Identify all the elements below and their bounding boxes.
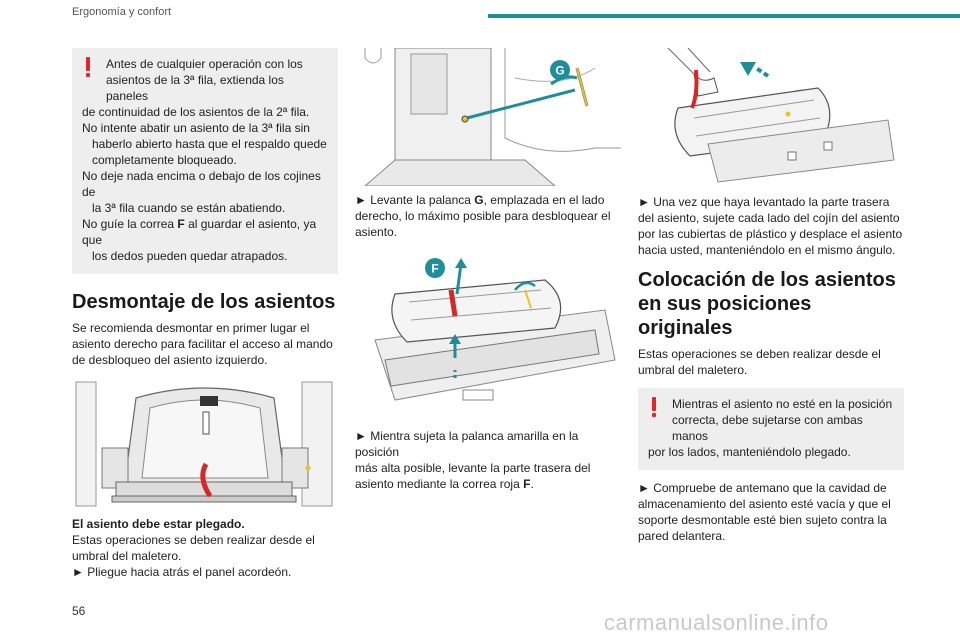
figure-seat-folded xyxy=(72,378,338,510)
warning-line: de continuidad de los asientos de la 2ª … xyxy=(82,105,310,119)
intro-line: Se recomienda desmontar en primer lugar … xyxy=(72,321,310,335)
intro-line: de desbloqueo del asiento izquierdo. xyxy=(72,353,268,367)
watermark: carmanualsonline.info xyxy=(604,610,829,635)
warning-line: los dedos pueden quedar atrapados. xyxy=(92,249,288,263)
step-line: ► Una vez que haya levantado la parte tr… xyxy=(638,195,890,209)
warning-line: No intente abatir un asiento de la 3ª fi… xyxy=(82,121,310,135)
intro-line: asiento derecho para facilitar el acceso… xyxy=(72,337,333,351)
seat-slide-illustration xyxy=(638,47,904,184)
para-line: umbral del maletero. xyxy=(638,363,748,377)
warning-line: Antes de cualquier operación con los xyxy=(106,57,303,71)
step-line: ► Pliegue hacia atrás el panel acordeón. xyxy=(72,565,292,579)
step-line: más alta posible, levante la parte trase… xyxy=(355,461,591,475)
running-header: Ergonomía y confort xyxy=(72,6,172,18)
column-2: G ► Levante la palanca G, emplazada en e… xyxy=(355,47,621,492)
step-line: ► Levante la palanca G, emplazada en el … xyxy=(355,193,605,207)
step-line: del asiento, sujete cada lado del cojín … xyxy=(638,211,900,225)
para-line: Estas operaciones se deben realizar desd… xyxy=(638,347,881,361)
lever-g-illustration: G xyxy=(355,47,621,187)
warning-line: por los lados, manteniéndolo plegado. xyxy=(648,445,851,459)
warning-line: Mientras el asiento no esté en la posici… xyxy=(672,397,893,411)
header-accent-bar xyxy=(488,14,960,18)
figure-lever-g: G xyxy=(355,47,621,187)
seat-folded-illustration xyxy=(72,378,338,510)
section-heading-line-2: en sus posiciones originales xyxy=(638,293,812,339)
step-line: ► Compruebe de antemano que la cavidad d… xyxy=(638,481,887,495)
figure-seat-slide xyxy=(638,47,904,184)
step-line: hacia usted, manteniéndolo en el mismo á… xyxy=(638,243,896,257)
warning-line: la 3ª fila cuando se están abatiendo. xyxy=(92,201,286,215)
section-heading: Desmontaje de los asientos xyxy=(72,291,336,313)
caption-line: Estas operaciones se deben realizar desd… xyxy=(72,533,315,547)
label-g: G xyxy=(555,64,564,78)
step-line: derecho, lo máximo posible para desbloqu… xyxy=(355,209,611,223)
caption-line: umbral del maletero. xyxy=(72,549,182,563)
step-line: almacenamiento del asiento esté vacía y … xyxy=(638,497,891,511)
warning-box: Mientras el asiento no esté en la posici… xyxy=(638,388,904,470)
warning-exclamation-icon xyxy=(84,57,92,77)
column-1: Antes de cualquier operación con los asi… xyxy=(72,48,338,580)
step-line: por las cubiertas de plástico y desplace… xyxy=(638,227,903,241)
warning-line: asientos de la 3ª fila, extienda los pan… xyxy=(106,73,284,103)
page-number: 56 xyxy=(72,604,86,618)
label-f: F xyxy=(431,262,438,276)
warning-line: correcta, debe sujetarse con ambas manos xyxy=(672,413,863,443)
step-line: soporte desmontable esté bien sujeto con… xyxy=(638,513,887,527)
step-line: asiento mediante la correa roja F. xyxy=(355,477,534,491)
step-line: ► Mientra sujeta la palanca amarilla en … xyxy=(355,429,579,459)
strap-f-illustration: F xyxy=(355,250,621,416)
warning-line: completamente bloqueado. xyxy=(92,153,237,167)
column-3: ► Una vez que haya levantado la parte tr… xyxy=(638,47,904,544)
warning-box: Antes de cualquier operación con los asi… xyxy=(72,48,338,274)
step-line: asiento. xyxy=(355,225,398,239)
warning-line: No guíe la correa F al guardar el asient… xyxy=(82,217,317,247)
figure-strap-f: F xyxy=(355,250,621,416)
warning-exclamation-icon xyxy=(650,397,658,417)
step-line: pared delantera. xyxy=(638,529,726,543)
warning-line: No deje nada encima o debajo de los coji… xyxy=(82,169,321,199)
warning-line: haberlo abierto hasta que el respaldo qu… xyxy=(92,137,327,151)
section-heading-line-1: Colocación de los asientos xyxy=(638,269,896,291)
figure-caption-bold: El asiento debe estar plegado. xyxy=(72,517,245,531)
